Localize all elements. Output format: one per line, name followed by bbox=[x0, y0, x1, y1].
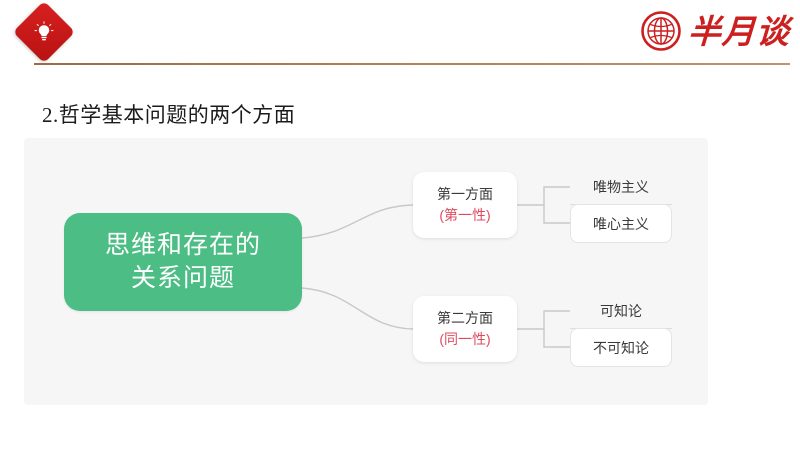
leaf-item-unknowable[interactable]: 不可知论 bbox=[570, 328, 672, 367]
branch-1-subtitle: (第一性) bbox=[439, 207, 491, 223]
root-line-2: 关系问题 bbox=[130, 264, 235, 292]
brand-logo: 半月谈 bbox=[641, 9, 792, 53]
mindmap-panel: 思维和存在的 关系问题 第一方面 (第一性) 第二方面 (同一性) 唯物主义 唯… bbox=[24, 138, 708, 405]
header-divider bbox=[34, 63, 790, 65]
mindmap-branch-node-2[interactable]: 第二方面 (同一性) bbox=[413, 296, 517, 362]
globe-icon bbox=[641, 11, 681, 51]
logo-text: 半月谈 bbox=[686, 11, 792, 51]
page-title: 2.哲学基本问题的两个方面 bbox=[42, 103, 296, 127]
mindmap-branch-node-1[interactable]: 第一方面 (第一性) bbox=[413, 172, 517, 238]
leaf-label: 唯心主义 bbox=[593, 215, 649, 232]
branch-2-subtitle: (同一性) bbox=[439, 331, 491, 347]
leaf-item-idealism[interactable]: 唯心主义 bbox=[570, 204, 672, 243]
leaf-label: 不可知论 bbox=[593, 339, 649, 356]
mindmap-connectors bbox=[301, 186, 570, 348]
leaf-item-materialism[interactable]: 唯物主义 bbox=[570, 169, 672, 205]
leaf-label: 唯物主义 bbox=[593, 178, 649, 195]
leaf-label: 可知论 bbox=[600, 302, 642, 319]
page-header: 半月谈 bbox=[0, 0, 800, 72]
mindmap-root-node[interactable]: 思维和存在的 关系问题 bbox=[64, 213, 302, 311]
lightbulb-glyph-icon bbox=[22, 10, 66, 54]
mindmap-leaf-stack-1: 唯物主义 唯心主义 bbox=[570, 169, 672, 243]
mindmap-leaf-stack-2: 可知论 不可知论 bbox=[570, 293, 672, 367]
branch-1-title: 第一方面 bbox=[437, 186, 493, 202]
branch-2-title: 第二方面 bbox=[437, 310, 493, 326]
root-line-1: 思维和存在的 bbox=[104, 231, 261, 259]
leaf-item-knowable[interactable]: 可知论 bbox=[570, 293, 672, 329]
